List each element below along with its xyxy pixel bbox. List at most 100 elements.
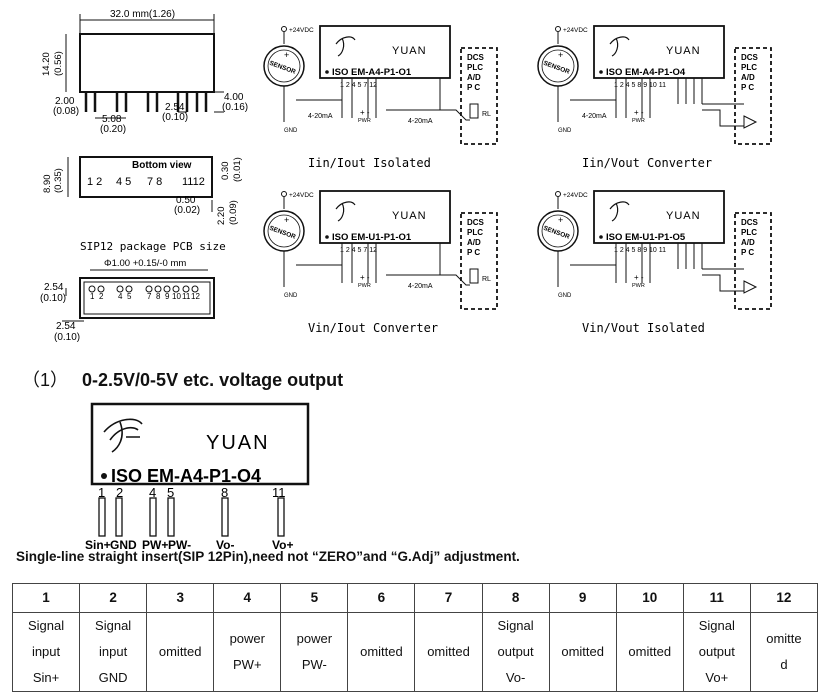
pin-function-line: Sin+	[32, 670, 60, 685]
module-model: ISO EM-A4-P1-O4	[606, 67, 686, 78]
dim-pitch-a-in: (0.20)	[100, 124, 126, 135]
big-pin-label-vom: Vo-	[216, 538, 234, 552]
dim-d3: 2.20	[216, 207, 227, 226]
pcb-hole-spec: Φ1.00 +0.15/-0 mm	[104, 258, 186, 269]
dim-width: 32.0 mm(1.26)	[110, 9, 175, 20]
package-drawing	[65, 14, 224, 119]
pin-number-cell: 5	[280, 583, 349, 613]
pin-function-line: Signal	[27, 618, 65, 633]
big-pin-label-sin: Sin+	[85, 538, 111, 552]
module-model: ISO EM-U1-P1-O1	[332, 232, 412, 243]
module-brand: YUAN	[392, 45, 427, 57]
section-title: 0-2.5V/0-5V etc. voltage output	[82, 370, 344, 390]
big-module-pins	[98, 497, 285, 537]
diagram-caption: Vin/Iout Converter	[308, 321, 438, 335]
module-pin-numbers: 1 2 4 5 8 9 10 11	[614, 247, 666, 254]
dcs-label: PLC	[741, 228, 757, 237]
pcb-offset-in: (0.10)	[54, 332, 80, 343]
big-module-brand: YUAN	[206, 432, 270, 454]
pin-function-line: d	[780, 657, 788, 672]
supply-label: +24VDC	[289, 192, 314, 199]
pin-number-cell: 11	[682, 583, 751, 613]
big-module-body	[90, 402, 310, 486]
resistor-icon	[469, 268, 479, 284]
supply-terminal-icon	[281, 26, 287, 32]
amplifier-icon	[743, 115, 758, 129]
pin-function-line: GND	[98, 670, 128, 685]
pcb-pitch-in: (0.10)	[40, 293, 66, 304]
big-pin-num-4: 4	[149, 485, 156, 500]
dim-pitch-a: 5.08	[102, 114, 122, 125]
dim-depth: 8.90	[42, 175, 53, 194]
section-number: （1）	[22, 370, 69, 390]
pcb-hole-labels: 1 2 4 5 7 8 9 10 11 12	[90, 292, 200, 301]
pin-number-cell: 4	[213, 583, 282, 613]
gnd-label: GND	[558, 128, 572, 134]
pcb-hole-1: 1	[90, 292, 95, 301]
dcs-label: A/D	[467, 73, 481, 82]
pin-function-line: Signal	[698, 618, 735, 633]
yuan-logo-icon	[103, 418, 143, 453]
bottom-pins-a: 1 2	[87, 176, 102, 188]
current-in-label: 4-20mA	[308, 113, 333, 120]
pin-function-line: PW-	[301, 657, 327, 672]
pin-function-line: input	[31, 644, 61, 659]
pin-function-line: output	[698, 644, 735, 659]
diagram-caption: Iin/Iout Isolated	[308, 156, 431, 170]
pwr-plus: + -	[634, 273, 644, 282]
current-out-label: 4-20mA	[408, 283, 433, 290]
pin-function-line: omitted	[158, 644, 202, 659]
dcs-box	[460, 212, 498, 310]
pwr-plus: + -	[634, 108, 644, 117]
dcs-label: DCS	[741, 218, 759, 227]
supply-terminal-icon	[281, 191, 287, 197]
module-model: ISO EM-A4-P1-O1	[332, 67, 412, 78]
dcs-label: A/D	[741, 73, 755, 82]
pwr-label: PWR	[358, 283, 371, 289]
dcs-label: P C	[741, 83, 754, 92]
dim-height: 14.20	[41, 52, 52, 76]
big-module-dot	[101, 473, 107, 479]
dim-d3-in: (0.09)	[228, 200, 239, 225]
pin-function-line: power	[229, 631, 265, 646]
gnd-label: GND	[558, 293, 572, 299]
module-brand: YUAN	[666, 210, 701, 222]
package-pins	[84, 92, 208, 112]
big-pin-label-vop: Vo+	[272, 538, 293, 552]
pin-function-line: omitted	[427, 644, 470, 659]
big-pin-label-pwp: PW+	[142, 538, 168, 552]
dim-pitch-b-in: (0.10)	[162, 112, 188, 123]
supply-label: +24VDC	[563, 192, 588, 199]
bottom-pins-d: 1112	[182, 176, 205, 188]
pin-number-cell: 8	[481, 583, 550, 613]
module-pin-numbers: 1 2 4 5 7 12	[340, 247, 377, 254]
load-label: RL	[482, 111, 491, 118]
supply-terminal-icon	[555, 26, 561, 32]
dcs-label: A/D	[467, 238, 481, 247]
sensor-plus: +	[558, 50, 563, 60]
pwr-plus: + -	[360, 108, 370, 117]
bottom-view-title: Bottom view	[132, 160, 192, 171]
dcs-label: DCS	[741, 53, 759, 62]
dim-d2-in: (0.02)	[174, 205, 200, 216]
pin-function-line: Vo+	[705, 670, 729, 685]
dim-d1: 0.30	[220, 162, 231, 181]
pin-function-line: input	[99, 644, 128, 659]
pin-number-row: 1 2 3 4 5 6 7 8 9 10 11 12	[11, 583, 819, 613]
pin-function-line: omitted	[360, 644, 403, 659]
big-pin-num-11: 11	[272, 485, 286, 500]
pin-number-cell: 9	[548, 583, 617, 613]
pwr-label: PWR	[632, 118, 645, 124]
sensor-plus: +	[284, 215, 289, 225]
pcb-hole-10: 10	[172, 292, 181, 301]
pcb-hole-11: 11	[182, 292, 191, 301]
pin-function-line: output	[497, 644, 534, 659]
pin-number-cell: 6	[347, 583, 416, 613]
dim-pin-offset: 2.00	[55, 96, 75, 107]
